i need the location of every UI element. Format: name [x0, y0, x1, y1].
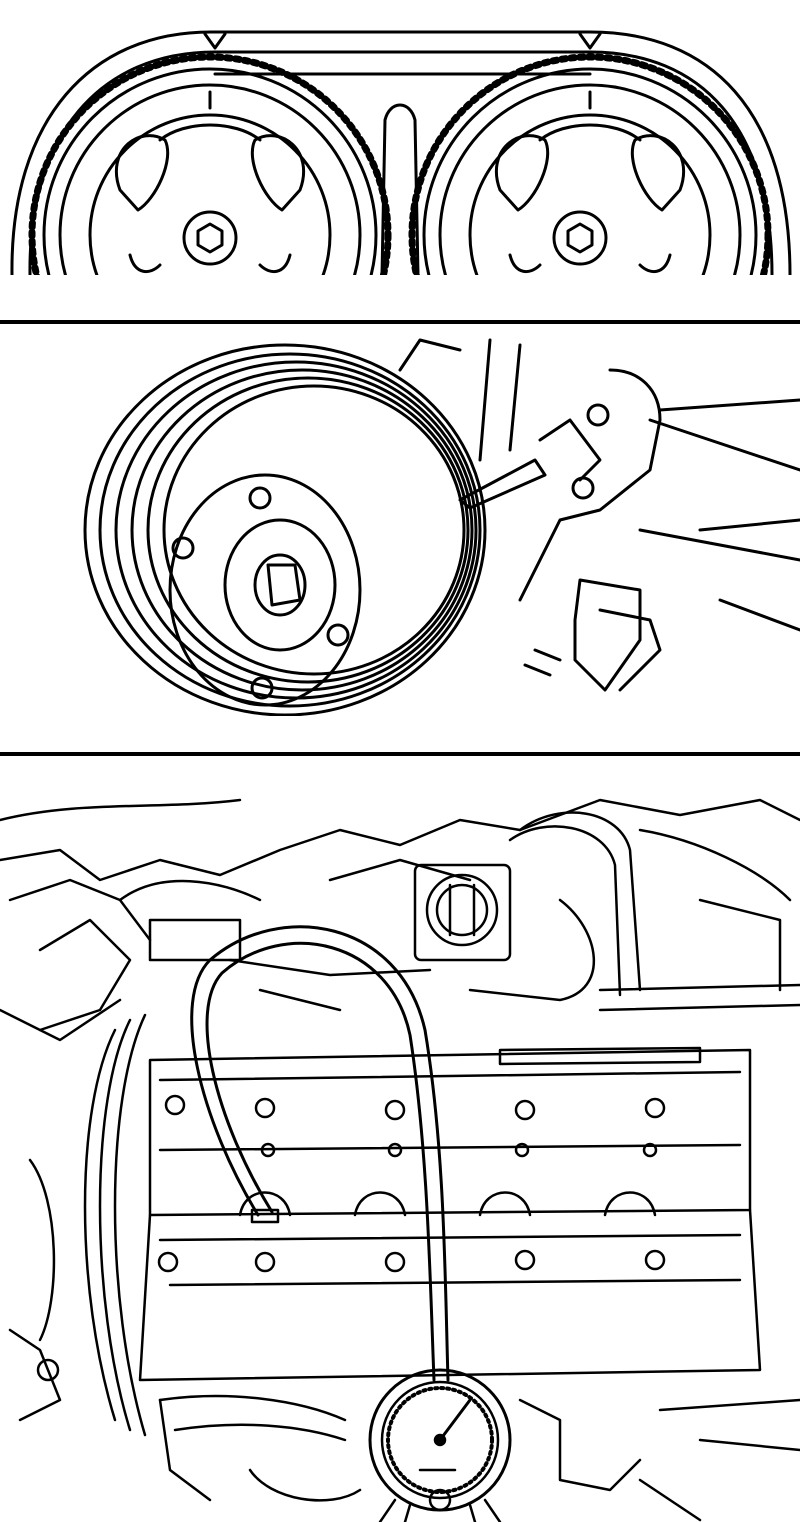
crankshaft-pulley [85, 345, 485, 715]
camshaft-sprockets-panel [0, 0, 800, 275]
spark-plug-holes [240, 1193, 655, 1216]
belt-center-idler [382, 105, 418, 275]
right-camshaft-sprocket [412, 57, 768, 275]
panel-divider-1 [0, 320, 800, 324]
valve-cover [140, 1048, 760, 1380]
timing-pointer [460, 405, 608, 508]
engine-block-outline [400, 340, 800, 690]
lower-engine [160, 1396, 800, 1520]
compression-tester-hose [192, 927, 448, 1380]
compression-test-panel [0, 760, 800, 1522]
crankshaft-pulley-panel [0, 326, 800, 716]
compression-gauge [370, 1370, 510, 1522]
left-camshaft-sprocket [32, 57, 388, 275]
engine-components [0, 800, 800, 1040]
valve-cover-bolts [159, 1096, 664, 1271]
timing-belt [12, 32, 790, 275]
pulley-bolts [173, 488, 348, 698]
front-pulley [10, 1015, 145, 1435]
panel-divider-2 [0, 752, 800, 756]
